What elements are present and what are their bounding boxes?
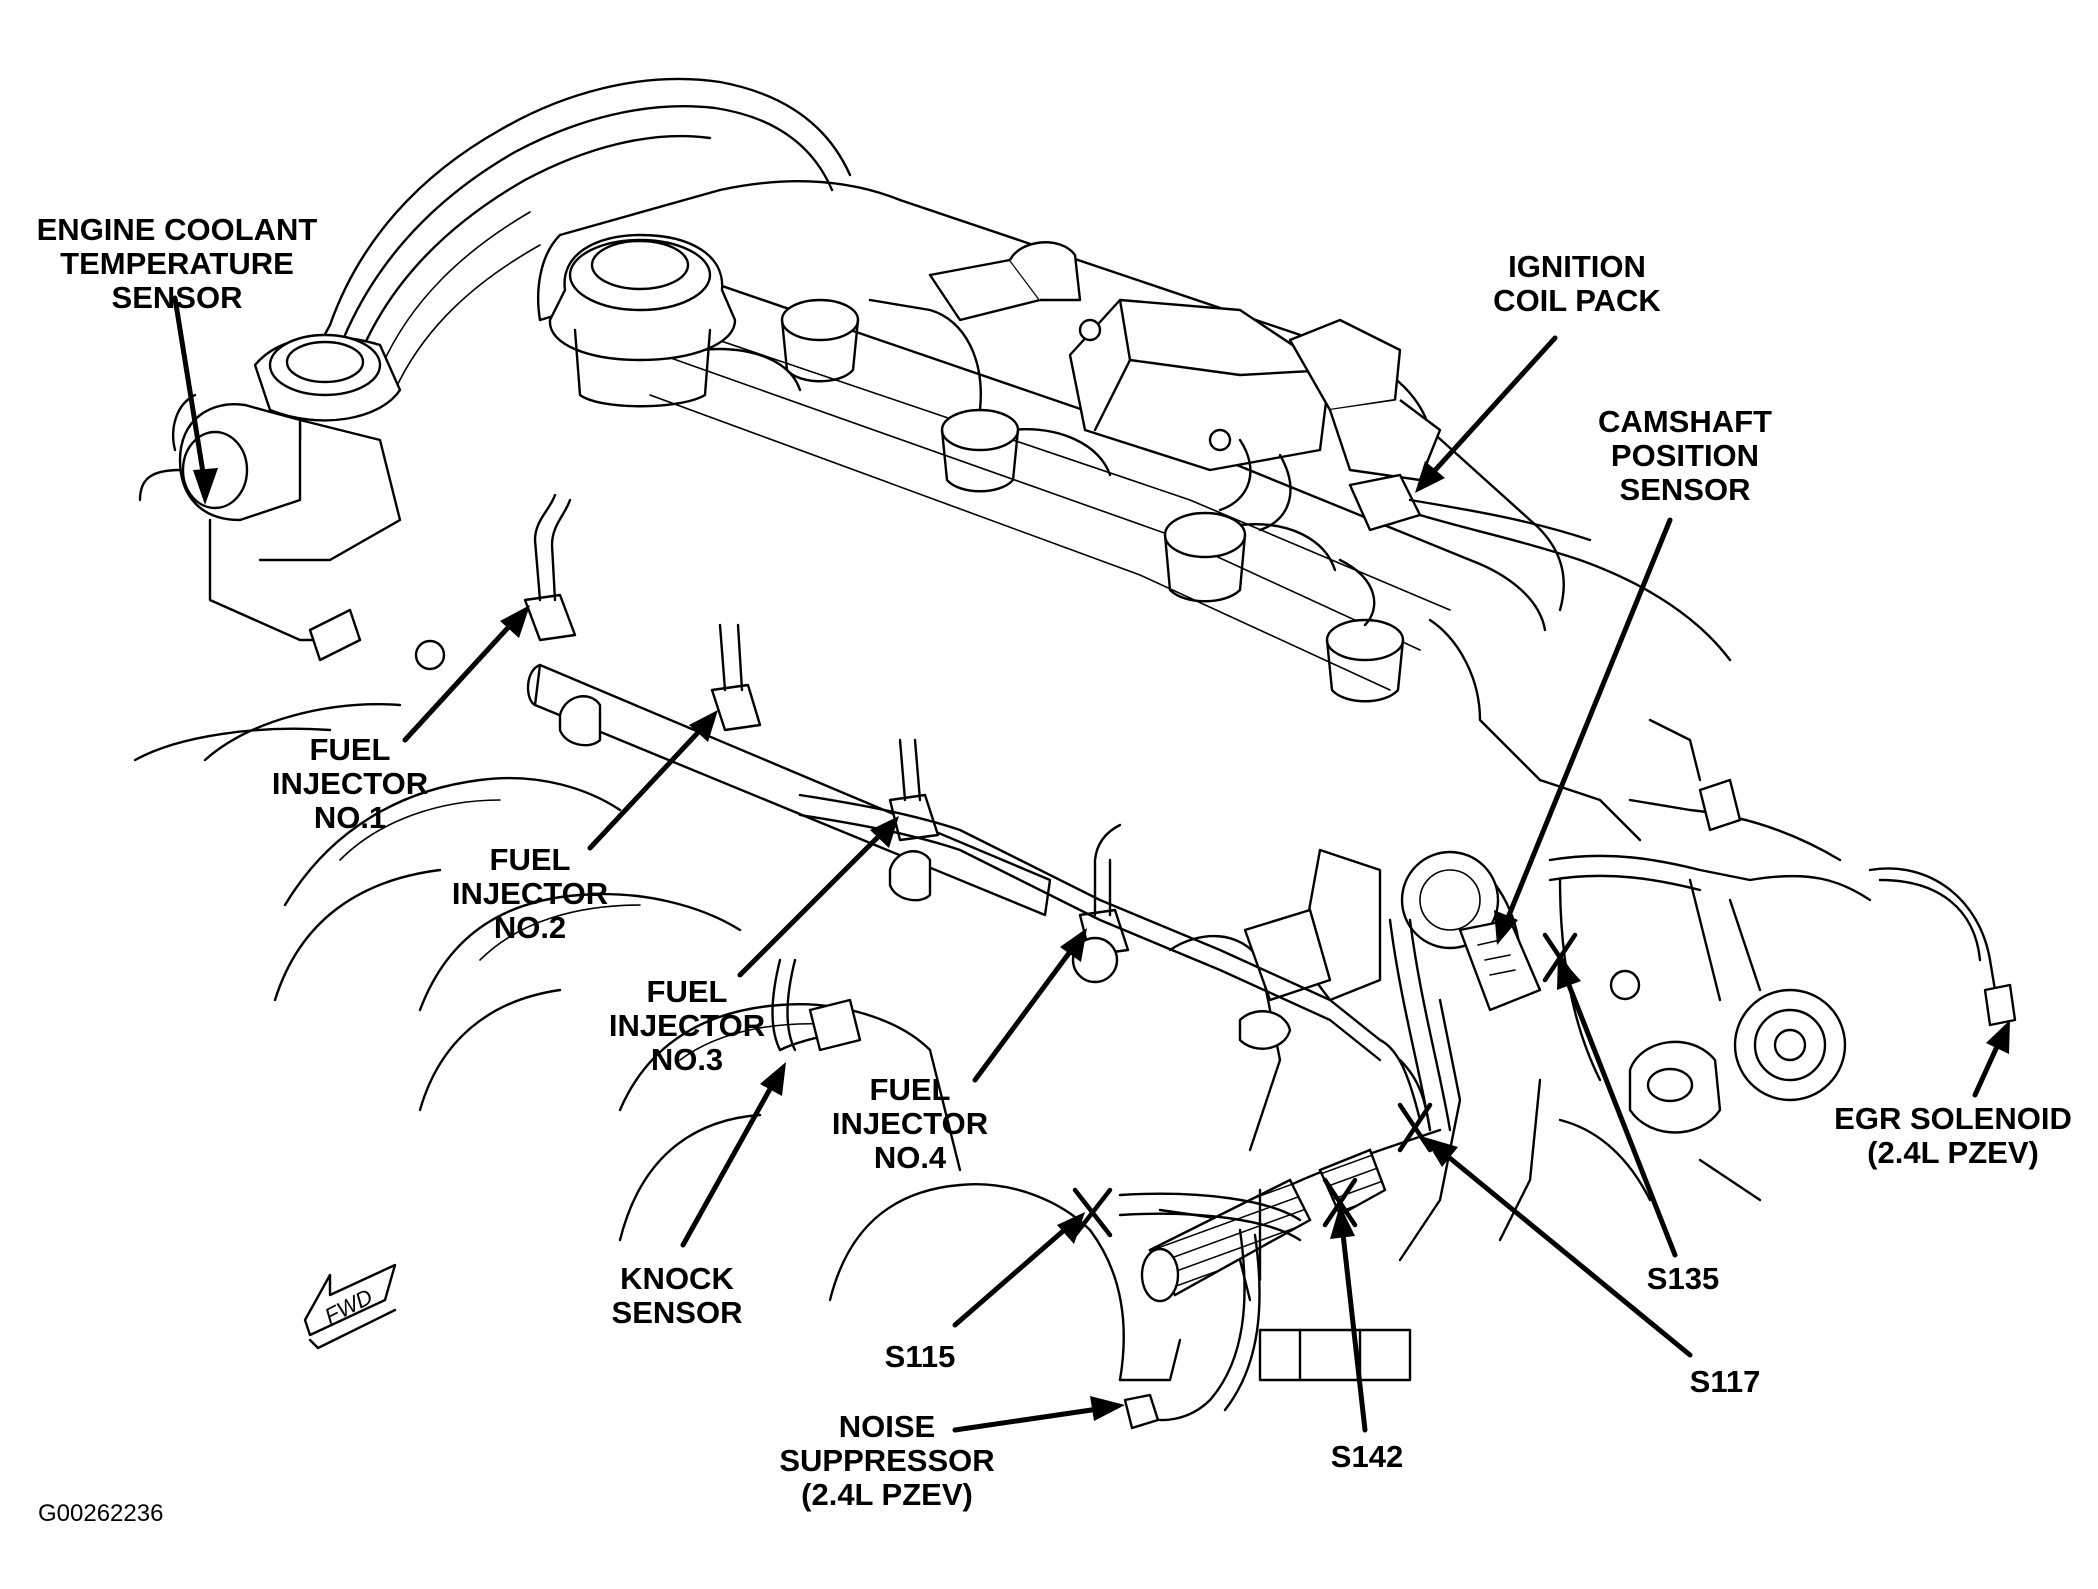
oil-filler-cap bbox=[548, 233, 737, 408]
figure-id: G00262236 bbox=[38, 1500, 164, 1527]
label-egr-solenoid: EGR SOLENOID (2.4L PZEV) bbox=[1834, 1101, 2072, 1170]
label-ignition-coil-pack: IGNITION COIL PACK bbox=[1493, 249, 1661, 318]
label-fuel-injector-2: FUEL INJECTOR NO.2 bbox=[451, 842, 609, 945]
thermostat-housing bbox=[138, 333, 446, 671]
label-fuel-injector-3: FUEL INJECTOR NO.3 bbox=[608, 974, 766, 1077]
camshaft-sensor-housing bbox=[1400, 850, 1542, 1012]
label-splice-s117: S117 bbox=[1689, 1364, 1761, 1399]
fwd-arrow-icon: FWD bbox=[303, 1263, 397, 1350]
label-knock-sensor: KNOCK SENSOR bbox=[611, 1261, 743, 1330]
label-engine-coolant-temperature-sensor: ENGINE COOLANT TEMPERATURE SENSOR bbox=[36, 212, 318, 315]
leader-lines bbox=[172, 295, 2010, 1433]
label-splice-s142: S142 bbox=[1330, 1439, 1404, 1474]
label-splice-s115: S115 bbox=[884, 1339, 956, 1374]
label-camshaft-position-sensor: CAMSHAFT POSITION SENSOR bbox=[1598, 404, 1772, 507]
coil-pack-connector bbox=[1348, 473, 1732, 662]
egr-valve bbox=[1609, 878, 1847, 1202]
label-fuel-injector-4: FUEL INJECTOR NO.4 bbox=[831, 1072, 989, 1175]
splice-marks bbox=[1072, 932, 1578, 1238]
label-noise-suppressor: NOISE SUPPRESSOR (2.4L PZEV) bbox=[779, 1409, 995, 1512]
intake-manifold bbox=[133, 703, 1125, 1382]
ignition-coil-pack-drawing bbox=[780, 241, 1442, 703]
label-fuel-injector-1: FUEL INJECTOR NO.1 bbox=[271, 732, 429, 835]
injectors bbox=[523, 493, 1130, 984]
label-splice-s135: S135 bbox=[1646, 1261, 1720, 1296]
